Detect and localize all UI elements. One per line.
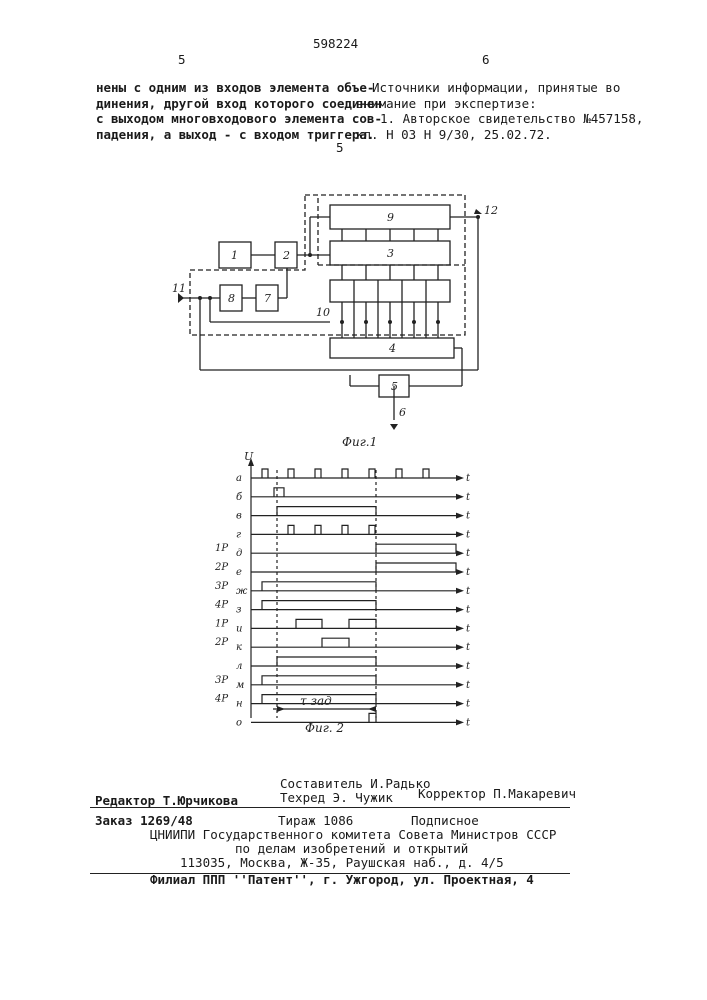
timing-row: бt: [236, 488, 471, 503]
row-t-label: t: [466, 473, 471, 484]
row-t-label: t: [466, 717, 471, 728]
axis-arrow: [456, 607, 464, 613]
waveform: [296, 619, 376, 628]
techred-line: Техред Э. Чужик: [280, 790, 393, 806]
row-t-label: t: [466, 492, 471, 503]
row-t-label: t: [466, 511, 471, 522]
waveform: [262, 676, 376, 685]
row-letter: д: [236, 548, 242, 559]
axis-arrow: [456, 644, 464, 650]
row-t-label: t: [466, 605, 471, 616]
row-letter: в: [236, 511, 242, 522]
axis-arrow: [456, 719, 464, 725]
row-t-label: t: [466, 680, 471, 691]
waveform: [376, 563, 456, 572]
row-letter: ж: [236, 586, 248, 597]
u-axis-label: U: [244, 450, 254, 463]
axis-arrow: [456, 663, 464, 669]
row-t-label: t: [466, 661, 471, 672]
row-t-label: t: [466, 586, 471, 597]
row-t-label: t: [466, 548, 471, 559]
row-prefix: 2P: [214, 562, 228, 573]
timing-row: н 4P t: [214, 694, 471, 710]
timing-row: м 3P t: [215, 675, 471, 691]
timing-row: к 2P t: [214, 637, 471, 653]
row-prefix: 2P: [214, 637, 228, 648]
row-letter: а: [236, 473, 242, 484]
axis-arrow: [456, 588, 464, 594]
waveform: [277, 657, 376, 666]
row-letter: н: [236, 699, 243, 710]
timing-row: д 1P t: [215, 543, 471, 559]
tau-label: τ зад: [300, 694, 332, 708]
waveform: [288, 525, 375, 534]
row-letter: б: [236, 492, 243, 503]
axis-arrow: [456, 475, 464, 481]
row-prefix: 1P: [215, 543, 228, 554]
axis-arrow: [456, 531, 464, 537]
row-t-label: t: [466, 567, 471, 578]
timing-row: ж 3P t: [215, 581, 471, 597]
waveform: [277, 507, 376, 516]
axis-arrow: [456, 550, 464, 556]
branch-line: Филиал ППП ''Патент'', г. Ужгород, ул. П…: [150, 872, 534, 888]
axis-arrow: [456, 625, 464, 631]
axis-arrow: [456, 682, 464, 688]
row-letter: м: [236, 680, 244, 691]
divider: [90, 807, 570, 808]
waveform: [274, 488, 284, 497]
row-letter: к: [236, 642, 242, 653]
row-letter: е: [236, 567, 242, 578]
row-prefix: 3P: [215, 675, 228, 686]
row-prefix: 3P: [215, 581, 228, 592]
row-t-label: t: [466, 623, 471, 634]
figure-2-caption: Фиг. 2: [305, 721, 344, 735]
waveform: [262, 601, 376, 610]
waveform: [262, 582, 376, 591]
timing-row: оt: [236, 713, 471, 728]
row-letter: о: [236, 717, 242, 728]
timing-row: з 4P t: [214, 600, 471, 616]
axis-arrow: [456, 569, 464, 575]
timing-row: лt: [236, 657, 471, 672]
axis-arrow: [456, 494, 464, 500]
row-t-label: t: [466, 642, 471, 653]
timing-row: вt: [236, 507, 471, 522]
corrector-line: Корректор П.Макаревич: [418, 786, 576, 802]
row-t-label: t: [466, 529, 471, 540]
row-t-label: t: [466, 699, 471, 710]
timing-row: гt: [236, 525, 471, 540]
row-letter: г: [236, 529, 241, 540]
row-letter: л: [236, 661, 242, 672]
row-letter: з: [236, 605, 241, 616]
row-letter: и: [236, 623, 242, 634]
timing-row: аt: [236, 469, 471, 484]
waveform: [369, 713, 376, 722]
address-line: 113035, Москва, Ж-35, Раушская наб., д. …: [180, 855, 504, 871]
axis-arrow: [456, 513, 464, 519]
timing-row: е 2P t: [214, 562, 471, 578]
waveform: [376, 544, 456, 553]
row-prefix: 1P: [215, 618, 228, 629]
waveform: [322, 638, 349, 647]
axis-arrow: [456, 701, 464, 707]
row-prefix: 4P: [214, 600, 228, 611]
waveform: [262, 469, 429, 478]
timing-row: и 1P t: [215, 618, 471, 634]
row-prefix: 4P: [214, 694, 228, 705]
